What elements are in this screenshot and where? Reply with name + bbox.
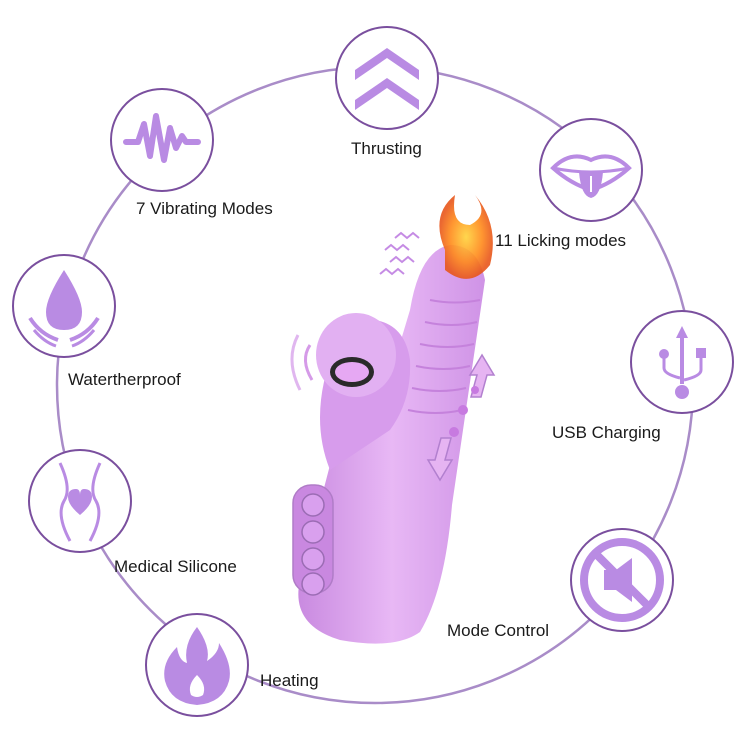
thrusting-badge: [335, 26, 439, 130]
heating-label: Heating: [260, 671, 319, 690]
water-drop-icon: [28, 270, 100, 348]
mode-control-badge: [570, 528, 674, 632]
waterproof-badge: [12, 254, 116, 358]
silicone-badge: [28, 449, 132, 553]
heating-badge: [145, 613, 249, 717]
lips-tongue-icon: [550, 154, 632, 198]
usb-icon: [659, 326, 706, 399]
usb-label: USB Charging: [552, 423, 661, 442]
silicone-label: Medical Silicone: [114, 557, 237, 576]
heart-body-icon: [58, 462, 102, 542]
vibration-wave-icon: [123, 113, 201, 163]
licking-badge: [539, 118, 643, 222]
licking-label: 11 Licking modes: [495, 231, 627, 250]
vibrating-label: 7 Vibrating Modes: [136, 199, 273, 218]
double-chevron-up-icon: [355, 48, 419, 110]
mode-control-label: Mode Control: [447, 621, 550, 640]
usb-badge: [630, 310, 734, 414]
waterproof-label: Watertherproof: [68, 370, 181, 389]
thrusting-label: Thrusting: [351, 139, 422, 158]
muted-speaker-icon: [580, 538, 664, 622]
vibrating-badge: [110, 88, 214, 192]
flame-icon: [164, 627, 230, 705]
